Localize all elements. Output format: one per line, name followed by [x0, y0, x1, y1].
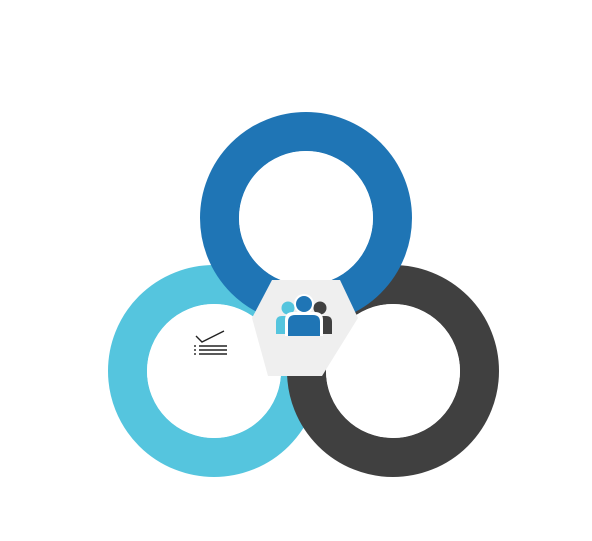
- ring-left-inner: [147, 304, 281, 438]
- ring-right-inner: [326, 304, 460, 438]
- ring-top-inner: [239, 151, 373, 285]
- ring-top: [200, 112, 412, 324]
- checklist-icon: [194, 330, 227, 355]
- users-group-icon: [276, 294, 332, 336]
